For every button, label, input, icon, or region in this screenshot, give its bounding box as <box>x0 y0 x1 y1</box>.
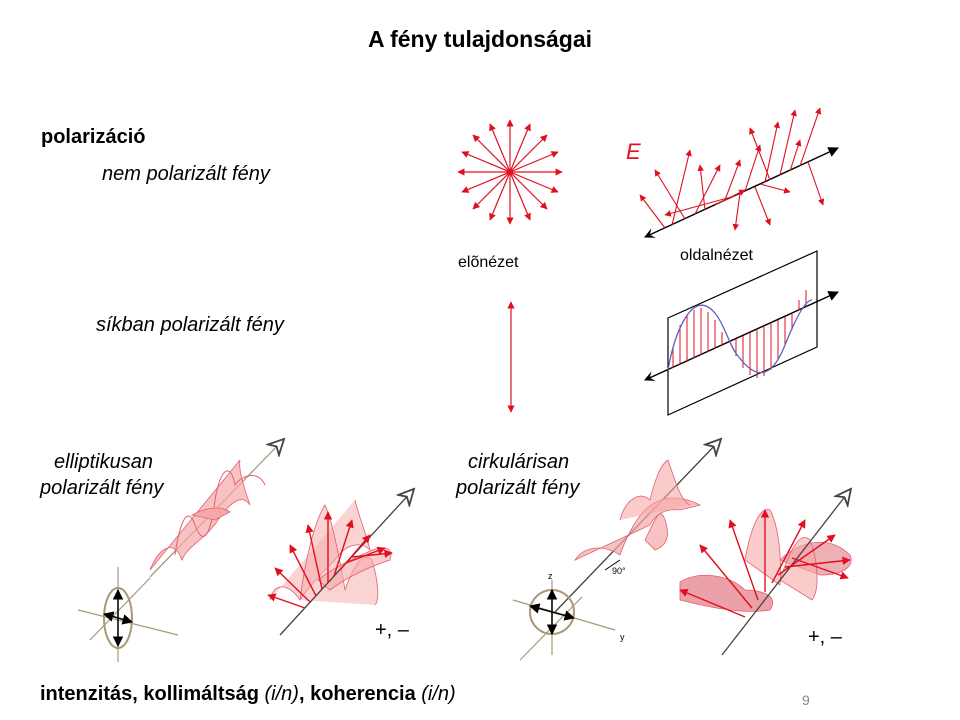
bottom-properties-line: intenzitás, kollimáltság (i/n), koherenc… <box>40 683 456 706</box>
elliptic-polarization-wave <box>77 440 283 662</box>
unpolarized-side-view <box>639 107 839 238</box>
bottom-part-3: , koherencia <box>298 683 422 705</box>
label-side-view: oldalnézet <box>680 247 753 264</box>
label-plus-minus-circular: +, – <box>808 626 842 648</box>
slide-title: A fény tulajdonságai <box>367 26 593 52</box>
bottom-part-4: (i/n) <box>421 683 456 705</box>
label-elliptic-2: polarizált fény <box>40 477 164 499</box>
heading-polarization: polarizáció <box>41 126 146 148</box>
label-elliptic-1: elliptikusan <box>54 451 153 473</box>
unpolarized-front-view-star <box>457 119 563 225</box>
label-circular-2: polarizált fény <box>456 477 580 499</box>
bottom-part-2: (i/n) <box>264 683 299 705</box>
label-front-view: elõnézet <box>458 254 519 271</box>
elliptic-polarization-vectors <box>267 490 413 636</box>
label-circular-1: cirkulárisan <box>468 451 570 473</box>
angle-90-label: 90° <box>612 566 626 576</box>
axis-y-label: y <box>620 632 625 642</box>
axis-z-label: z <box>548 571 553 581</box>
bottom-part-1: intenzitás, kollimáltság <box>40 683 265 705</box>
circular-polarization-wave: 90° z y <box>512 440 720 661</box>
label-plus-minus-elliptic: +, – <box>375 619 409 641</box>
label-unpolarized: nem polarizált fény <box>102 163 270 185</box>
circular-polarization-vectors <box>679 490 851 656</box>
label-E-field: E <box>626 139 641 164</box>
label-plane-polarized: síkban polarizált fény <box>96 314 284 336</box>
page-number: 9 <box>802 692 810 708</box>
plane-polarized-side-view <box>644 250 839 416</box>
